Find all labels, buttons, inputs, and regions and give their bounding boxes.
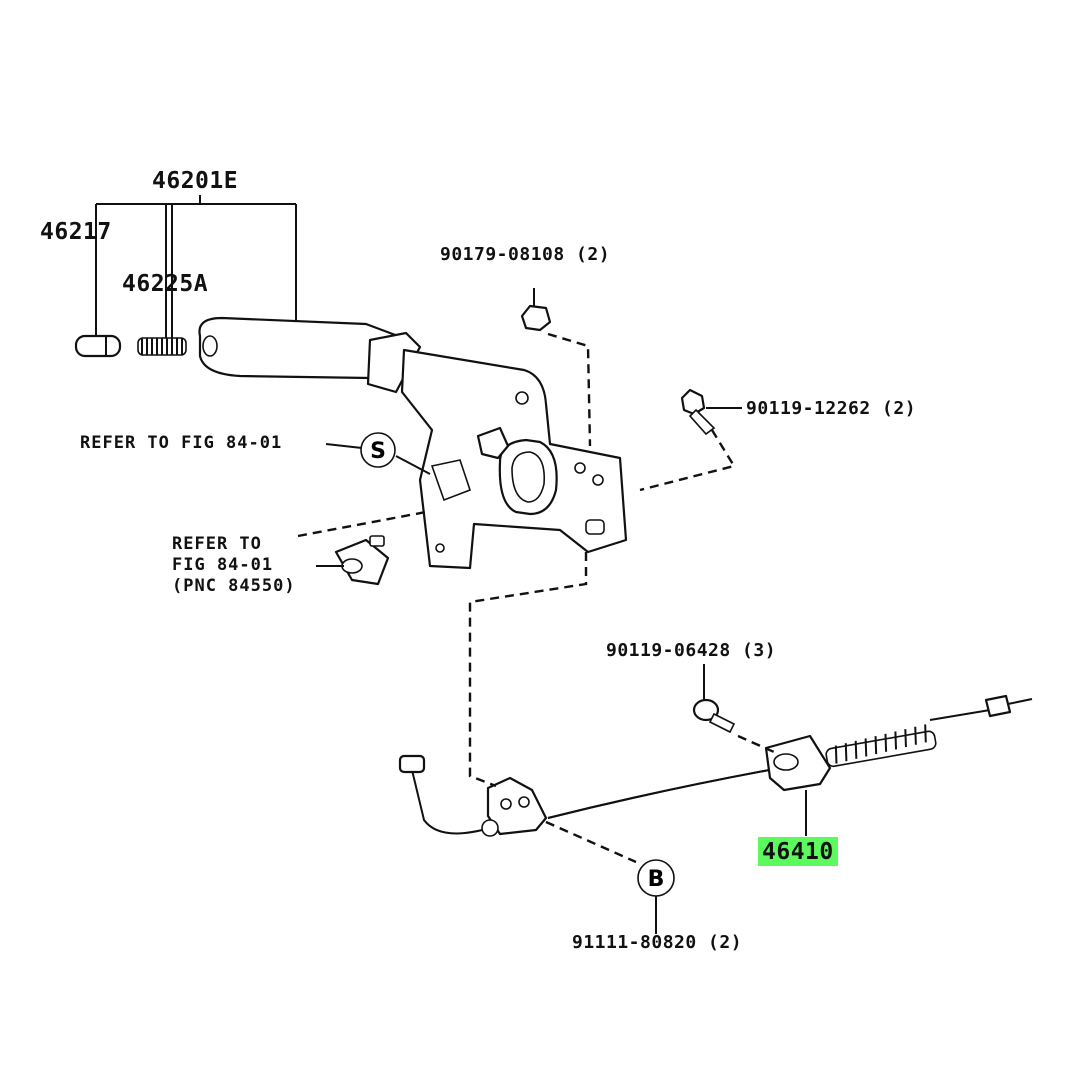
dashed-assembly-lines (297, 332, 775, 864)
bolt-upper-part (680, 388, 742, 436)
label-90119-06428: 90119-06428 (3) (606, 640, 777, 661)
switch-part (334, 535, 390, 586)
svg-text:S: S (370, 439, 386, 464)
svg-text:B: B (648, 867, 665, 892)
spring-part (137, 337, 187, 356)
nut-part (520, 288, 552, 332)
marker-b: B (637, 859, 675, 897)
cable-part (398, 694, 1033, 837)
lever-grip-part (198, 316, 422, 394)
label-refer-to-line1: REFER TO (172, 534, 262, 554)
label-refer-to-line3: (PNC 84550) (172, 576, 296, 596)
pin-part (74, 334, 122, 358)
label-90119-12262: 90119-12262 (2) (746, 398, 917, 419)
marker-s: S (360, 432, 396, 468)
leader-lines (316, 443, 657, 934)
leader-46201e (95, 195, 297, 340)
lever-bracket-part (400, 348, 628, 570)
label-46201e: 46201E (152, 168, 239, 194)
label-refer-fig-84-01: REFER TO FIG 84-01 (80, 433, 283, 453)
label-refer-to-line2: FIG 84-01 (172, 555, 274, 575)
label-46217: 46217 (40, 219, 112, 245)
label-46225a: 46225A (122, 271, 209, 297)
label-46410-highlighted[interactable]: 46410 (758, 837, 838, 866)
label-90179-08108: 90179-08108 (2) (440, 244, 611, 265)
label-91111-80820: 91111-80820 (2) (572, 932, 743, 953)
bolt-lower-part (692, 664, 736, 734)
